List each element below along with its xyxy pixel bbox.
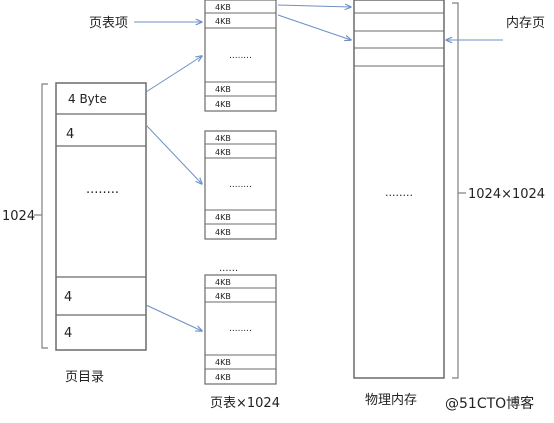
page-table-entry: 4KB (215, 228, 231, 237)
page-table-entry: 4KB (215, 100, 231, 109)
page-table-entry: 4KB (215, 3, 231, 12)
memory-page-label: 内存页 (506, 15, 545, 31)
page-table-1: 4KB 4KB ........ 4KB 4KB (204, 0, 277, 112)
physical-memory-box (353, 0, 445, 379)
memory-size-bracket: 1024×1024 (452, 2, 545, 379)
directory-row-label: 4 (64, 290, 72, 305)
directory-size-bracket: 1024 (2, 83, 48, 349)
physical-memory: ........ (353, 0, 445, 379)
page-table-ellipsis: ........ (229, 180, 252, 190)
page-table-entry: 4KB (215, 292, 231, 301)
page-table-ellipsis: ........ (229, 51, 252, 61)
page-table-ellipsis: ........ (229, 324, 252, 334)
page-tables-label: 页表×1024 (210, 396, 280, 411)
table-to-memory-arrow (277, 14, 351, 40)
directory-row-label: 4 (64, 326, 72, 341)
directory-to-table-arrow (145, 304, 202, 331)
page-table-entry: 4KB (215, 358, 231, 367)
memory-ellipsis: ........ (385, 186, 413, 199)
physical-memory-label: 物理内存 (365, 392, 417, 408)
page-table-entry: 4KB (215, 85, 231, 94)
table-to-memory-arrow (277, 5, 351, 7)
directory-to-table-arrow (145, 124, 202, 184)
page-table-2: 4KB 4KB ........ 4KB 4KB (204, 130, 277, 240)
directory-to-table-arrow (145, 56, 202, 93)
page-table-box (204, 130, 277, 240)
page-table-entry: 4KB (215, 148, 231, 157)
page-table-entry: 4KB (215, 278, 231, 287)
page-table-entry-label: 页表项 (89, 16, 128, 31)
watermark: @51CTO博客 (445, 395, 534, 412)
page-table-box (204, 274, 277, 385)
page-table-3: 4KB 4KB ........ 4KB 4KB (204, 274, 277, 385)
memory-size-label: 1024×1024 (468, 187, 545, 202)
directory-row-label: 4 Byte (68, 92, 107, 106)
directory-row-label: 4 (66, 127, 74, 142)
page-directory: 4 Byte 4 ........ 4 4 (55, 82, 147, 351)
page-table-entry: 4KB (215, 373, 231, 382)
page-table-entry: 4KB (215, 213, 231, 222)
directory-size-label: 1024 (2, 209, 35, 224)
page-tables-ellipsis: ...... (219, 263, 238, 274)
page-table-entry: 4KB (215, 134, 231, 143)
page-table-entry: 4KB (215, 17, 231, 26)
page-table-box (204, 0, 277, 112)
page-directory-box (55, 82, 147, 351)
directory-ellipsis: ........ (86, 182, 119, 197)
page-directory-label: 页目录 (65, 370, 104, 385)
